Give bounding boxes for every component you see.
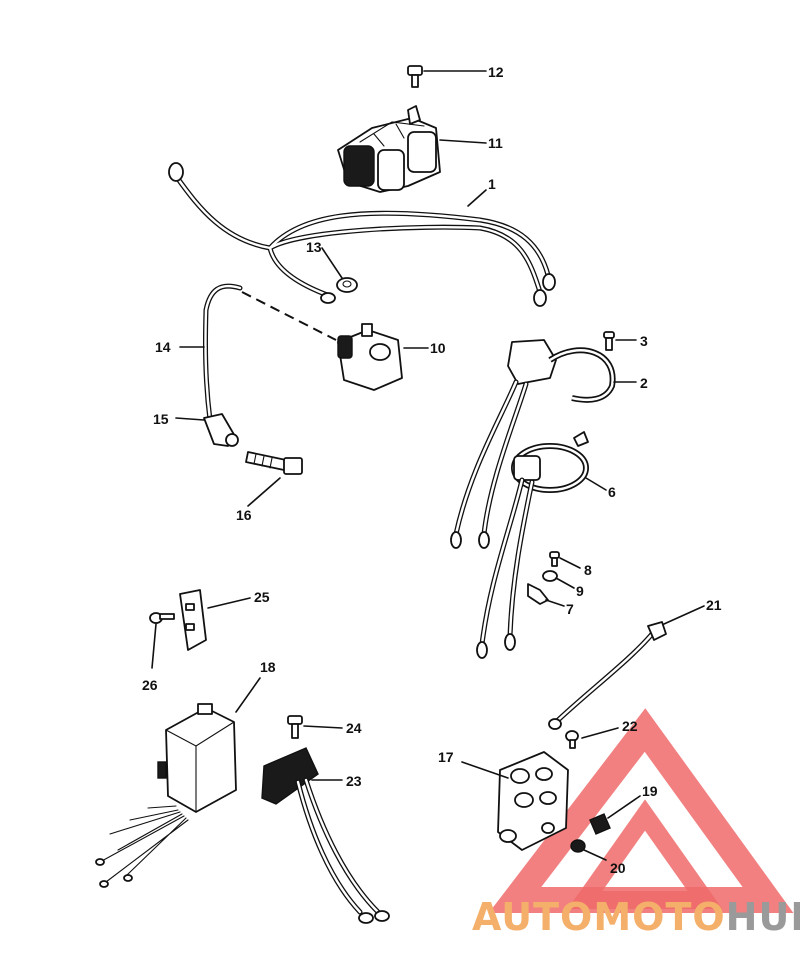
part-3-screw (603, 331, 615, 351)
callout-12: 12 (488, 64, 504, 80)
watermark-text-automoto: AUTOMOTO (472, 895, 726, 939)
callout-22: 22 (622, 718, 638, 734)
callout-17: 17 (438, 749, 454, 765)
callout-25: 25 (254, 589, 270, 605)
callout-6: 6 (608, 484, 616, 500)
callout-11: 11 (488, 135, 503, 151)
callout-14: 14 (155, 339, 171, 355)
callout-18: 18 (260, 659, 276, 675)
callout-21: 21 (706, 597, 722, 613)
part-21-ground-wire (548, 621, 667, 730)
callout-15: 15 (153, 411, 169, 427)
part-1-wire-harness (168, 162, 556, 307)
part-10-coil (337, 323, 403, 391)
part-11-ignition-coil (337, 105, 441, 193)
callout-10: 10 (430, 340, 446, 356)
part-6-sensor-coil (476, 431, 589, 659)
part-23-rectifier (261, 747, 390, 924)
part-18-switch-box (95, 703, 237, 888)
part-14-spark-plug-lead (202, 283, 243, 423)
callout-26: 26 (142, 677, 158, 693)
callout-7: 7 (566, 601, 574, 617)
part-8-screw (549, 551, 560, 567)
callout-9: 9 (576, 583, 584, 599)
callout-3: 3 (640, 333, 648, 349)
part-12-screw (407, 65, 423, 88)
part-20-nut (570, 839, 586, 853)
callout-1: 1 (488, 176, 496, 192)
svg-text:AUTOMOTOHUB: AUTOMOTOHUB (472, 895, 800, 939)
part-2-trigger-assembly (450, 339, 616, 549)
callout-20: 20 (610, 860, 626, 876)
part-15-plug-boot (203, 413, 239, 447)
callout-19: 19 (642, 783, 658, 799)
watermark-logo: AUTOMOTOHUB (472, 708, 800, 939)
part-13-nut (336, 277, 358, 293)
part-22-screw (565, 730, 579, 749)
part-9-washer (542, 570, 558, 582)
callout-8: 8 (584, 562, 592, 578)
watermark-text-hub: HUB (726, 895, 800, 939)
part-19-screw (589, 813, 611, 835)
part-25-terminal-block (179, 589, 207, 651)
callout-13: 13 (306, 239, 322, 255)
part-7-clamp (527, 583, 549, 605)
part-24-screw (287, 715, 303, 739)
callout-23: 23 (346, 773, 362, 789)
part-17-switch-assembly (497, 751, 569, 851)
callout-24: 24 (346, 720, 362, 736)
callout-16: 16 (236, 507, 252, 523)
part-16-spark-plug (245, 451, 303, 475)
callout-2: 2 (640, 375, 648, 391)
part-26-screw (149, 612, 175, 624)
